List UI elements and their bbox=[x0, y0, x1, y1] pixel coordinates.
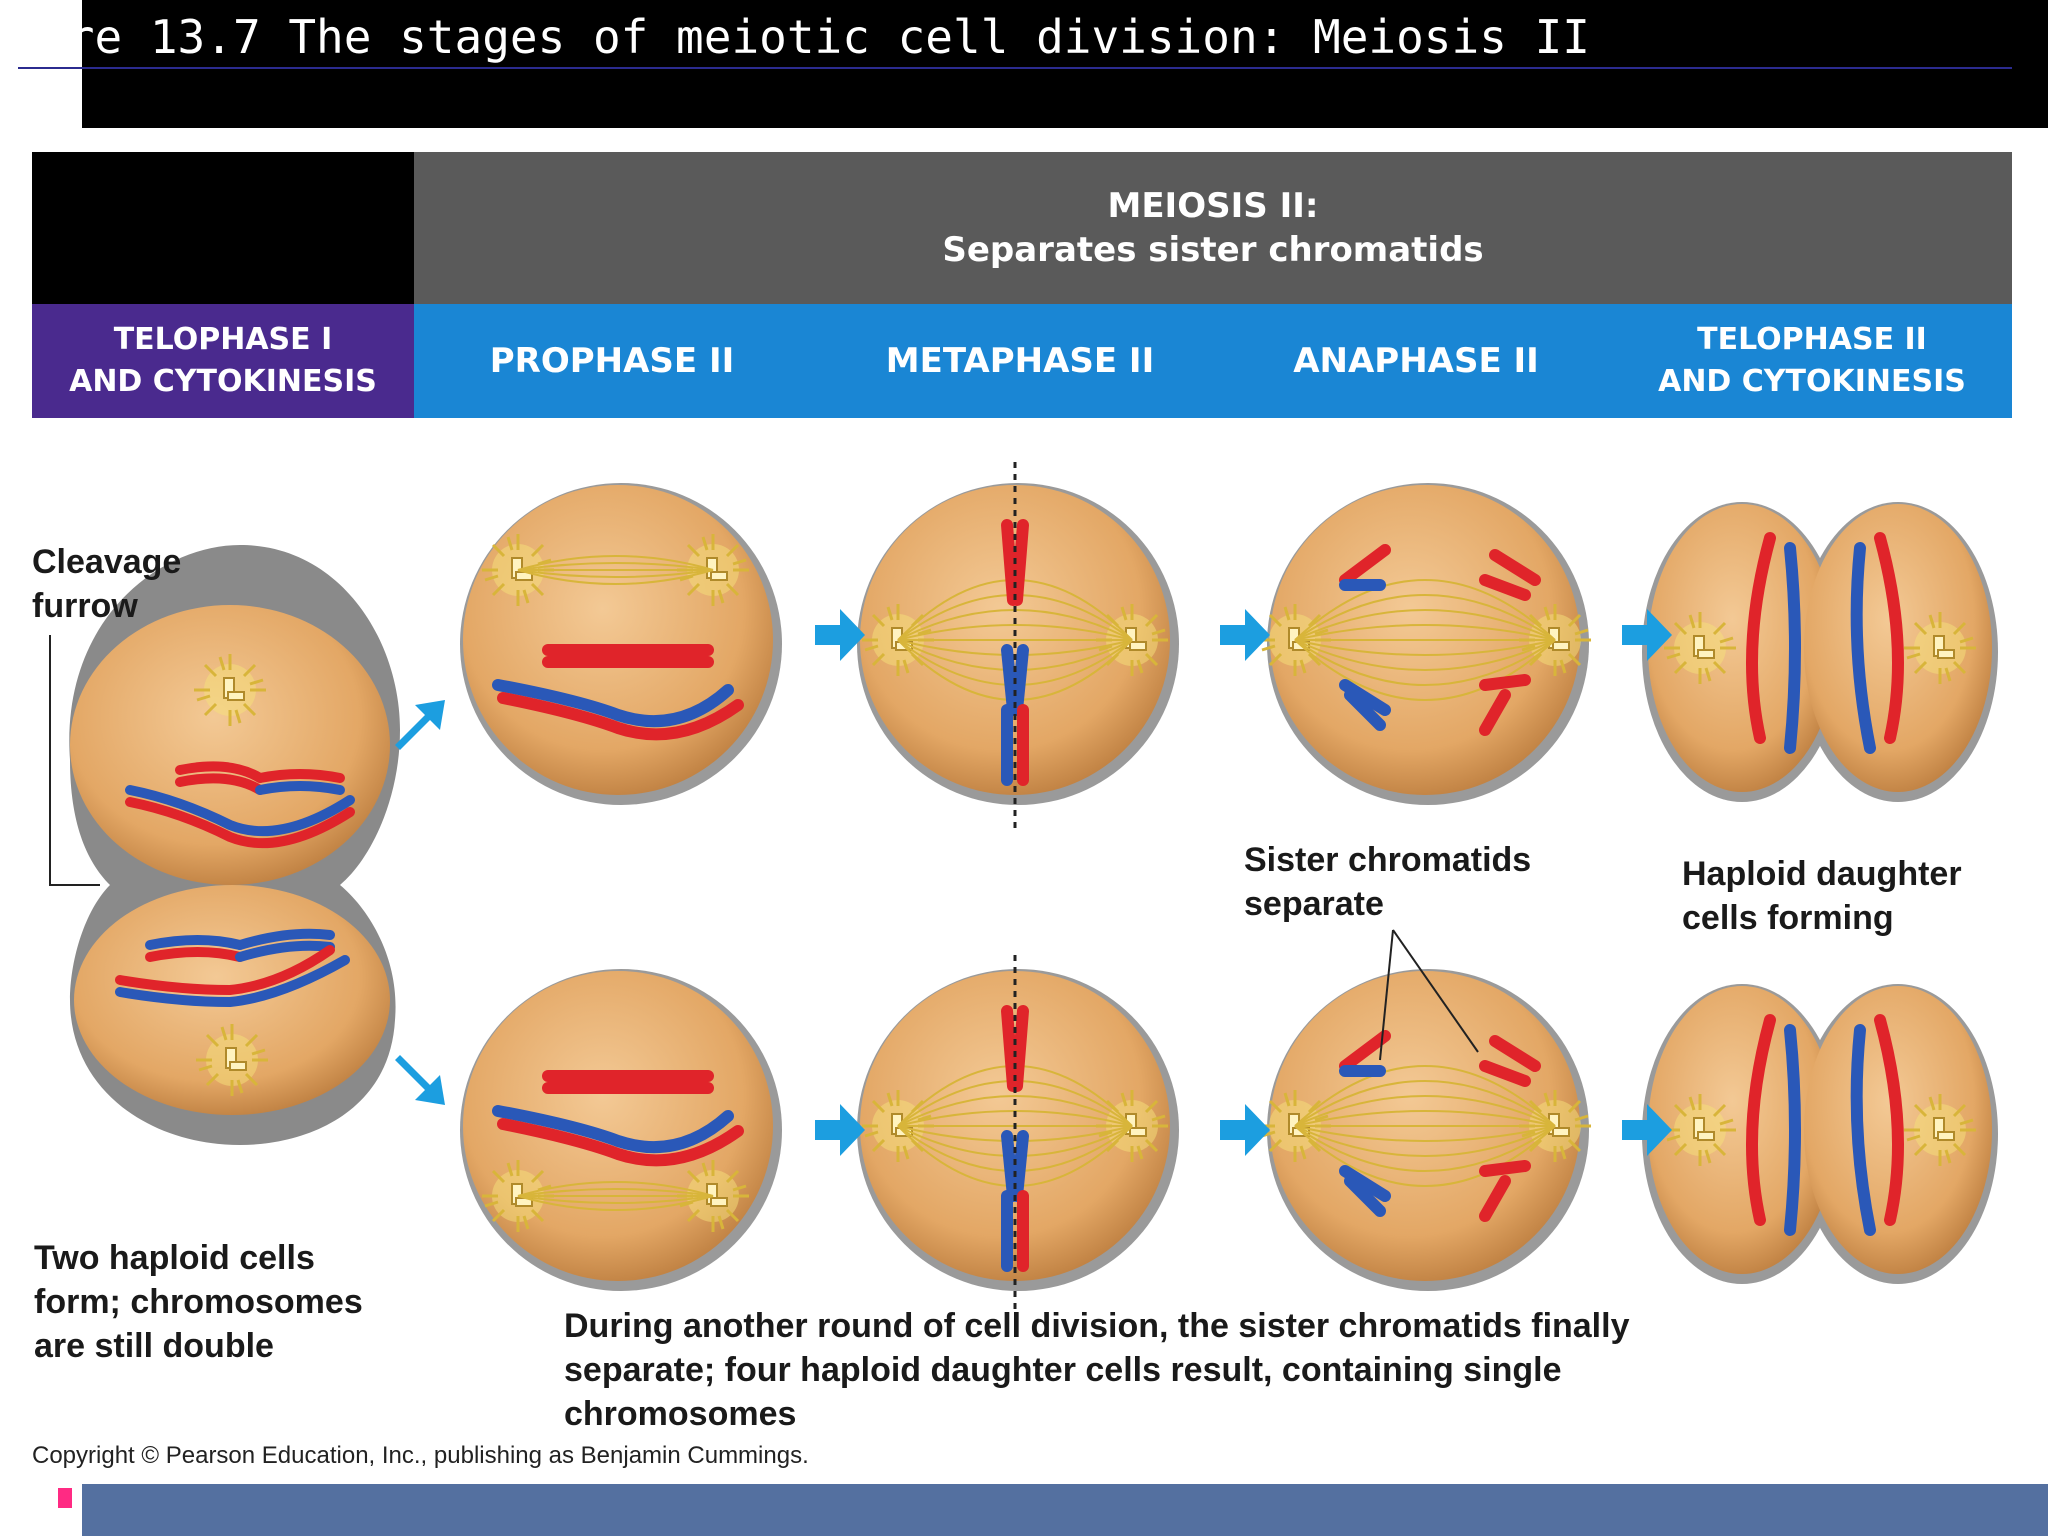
arrow-right-icon-3 bbox=[815, 1104, 865, 1156]
arrow-up-icon bbox=[395, 700, 445, 750]
meiosis-title: MEIOSIS II: bbox=[1107, 186, 1319, 226]
slide-footer-bar bbox=[82, 1484, 2048, 1536]
metaphase-2-cell-bottom bbox=[857, 969, 1179, 1291]
meiosis-subtitle: Separates sister chromatids bbox=[942, 230, 1484, 270]
arrow-right-icon-2 bbox=[1622, 609, 1672, 661]
telophase-2-cells-bottom bbox=[1642, 984, 1998, 1284]
stage-prophase-2: PROPHASE II bbox=[489, 341, 735, 381]
telophase-2-cells-top bbox=[1642, 502, 1998, 802]
metaphase-2-cell-top bbox=[857, 483, 1179, 805]
telophase-1-cells bbox=[49, 545, 400, 1145]
haploid-daughter-label: Haploid daughter cells forming bbox=[1682, 855, 1962, 937]
stage-band-purple bbox=[32, 304, 414, 418]
stage-anaphase-2: ANAPHASE II bbox=[1293, 341, 1539, 381]
header-black-block bbox=[32, 152, 414, 304]
two-haploid-label: Two haploid cells form; chromosomes are … bbox=[34, 1239, 363, 1365]
arrow-right-icon-5 bbox=[1622, 1104, 1672, 1156]
copyright-text: Copyright © Pearson Education, Inc., pub… bbox=[32, 1442, 809, 1469]
arrow-right-icon-1 bbox=[1220, 609, 1270, 661]
title-underline bbox=[18, 67, 2012, 69]
arrow-right-icon-4 bbox=[1220, 1104, 1270, 1156]
figure-caption: During another round of cell division, t… bbox=[564, 1307, 1630, 1433]
slide-title-bar bbox=[82, 0, 2048, 128]
slide-corner bbox=[0, 0, 82, 128]
stage-telophase-1: TELOPHASE I AND CYTOKINESIS bbox=[69, 322, 377, 399]
cleavage-furrow-label: Cleavage furrow bbox=[32, 543, 182, 625]
stage-band-blue bbox=[414, 304, 2012, 418]
stage-metaphase-2: METAPHASE II bbox=[885, 341, 1155, 381]
prophase-2-cell-bottom bbox=[460, 969, 782, 1291]
arrow-down-icon bbox=[395, 1055, 445, 1105]
slide-title: Figure 13.7 The stages of meiotic cell d… bbox=[0, 10, 1590, 64]
bullet-marker bbox=[58, 1488, 72, 1508]
anaphase-2-cell-top bbox=[1257, 483, 1593, 805]
sister-chromatids-label: Sister chromatids separate bbox=[1244, 841, 1532, 923]
prophase-2-cell-top bbox=[460, 483, 782, 805]
stage-telophase-2: TELOPHASE II AND CYTOKINESIS bbox=[1658, 322, 1966, 399]
arrow-right-icon-0 bbox=[815, 609, 865, 661]
meiosis-header-band bbox=[414, 152, 2012, 304]
anaphase-2-cell-bottom bbox=[1257, 969, 1593, 1291]
